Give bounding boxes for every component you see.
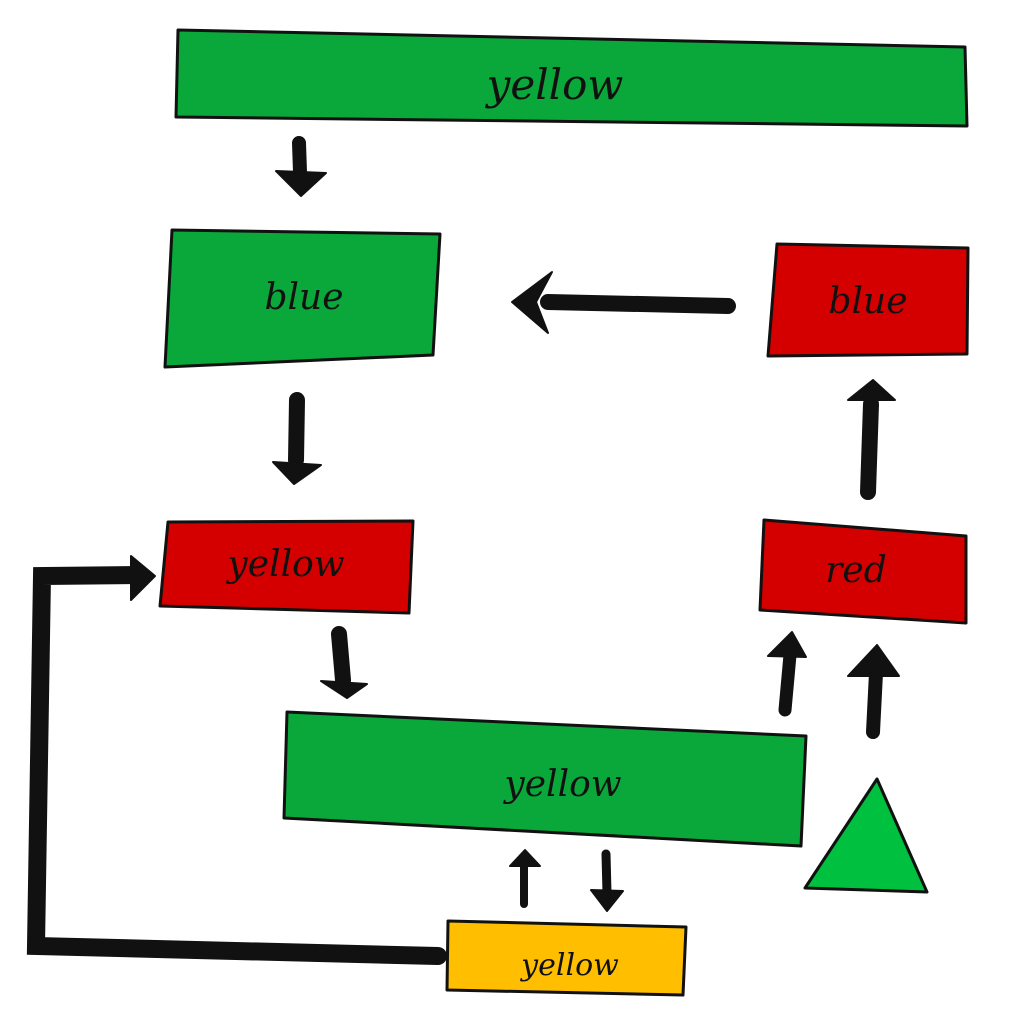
arrow-right-top-to-left-mid xyxy=(511,271,736,334)
node-left-mid: blue xyxy=(163,228,442,369)
node-wide-bottom-label: yellow xyxy=(502,764,621,805)
node-left-mid-label: blue xyxy=(264,277,343,318)
arrow-left-lower-to-wide-bottom xyxy=(320,626,368,699)
node-top: yellow xyxy=(174,28,969,128)
node-top-label: yellow xyxy=(485,60,624,109)
node-right-top-label: blue xyxy=(828,281,907,322)
node-left-lower: yellow xyxy=(158,519,415,615)
node-right-lower-label: red xyxy=(825,550,887,591)
triangle-shape xyxy=(803,777,929,894)
node-wide-bottom: yellow xyxy=(282,710,808,848)
arrow-small-bottom-to-wide-bottom xyxy=(509,849,541,908)
node-right-lower: red xyxy=(758,518,968,625)
arrow-wide-bottom-to-small-bottom xyxy=(590,849,624,912)
node-small-bottom: yellow xyxy=(445,919,688,997)
node-right-top: blue xyxy=(766,242,970,358)
arrow-wide-bottom-to-right-lower xyxy=(767,631,807,717)
node-left-lower-label: yellow xyxy=(225,544,344,585)
arrow-small-bottom-to-left-lower xyxy=(26,555,447,965)
node-small-bottom-label: yellow xyxy=(519,948,619,983)
arrow-left-mid-to-left-lower xyxy=(272,392,322,485)
arrow-triangle-to-right-lower xyxy=(847,644,900,739)
arrow-top-to-left-mid xyxy=(275,136,327,197)
arrow-right-lower-to-right-top xyxy=(847,379,896,500)
